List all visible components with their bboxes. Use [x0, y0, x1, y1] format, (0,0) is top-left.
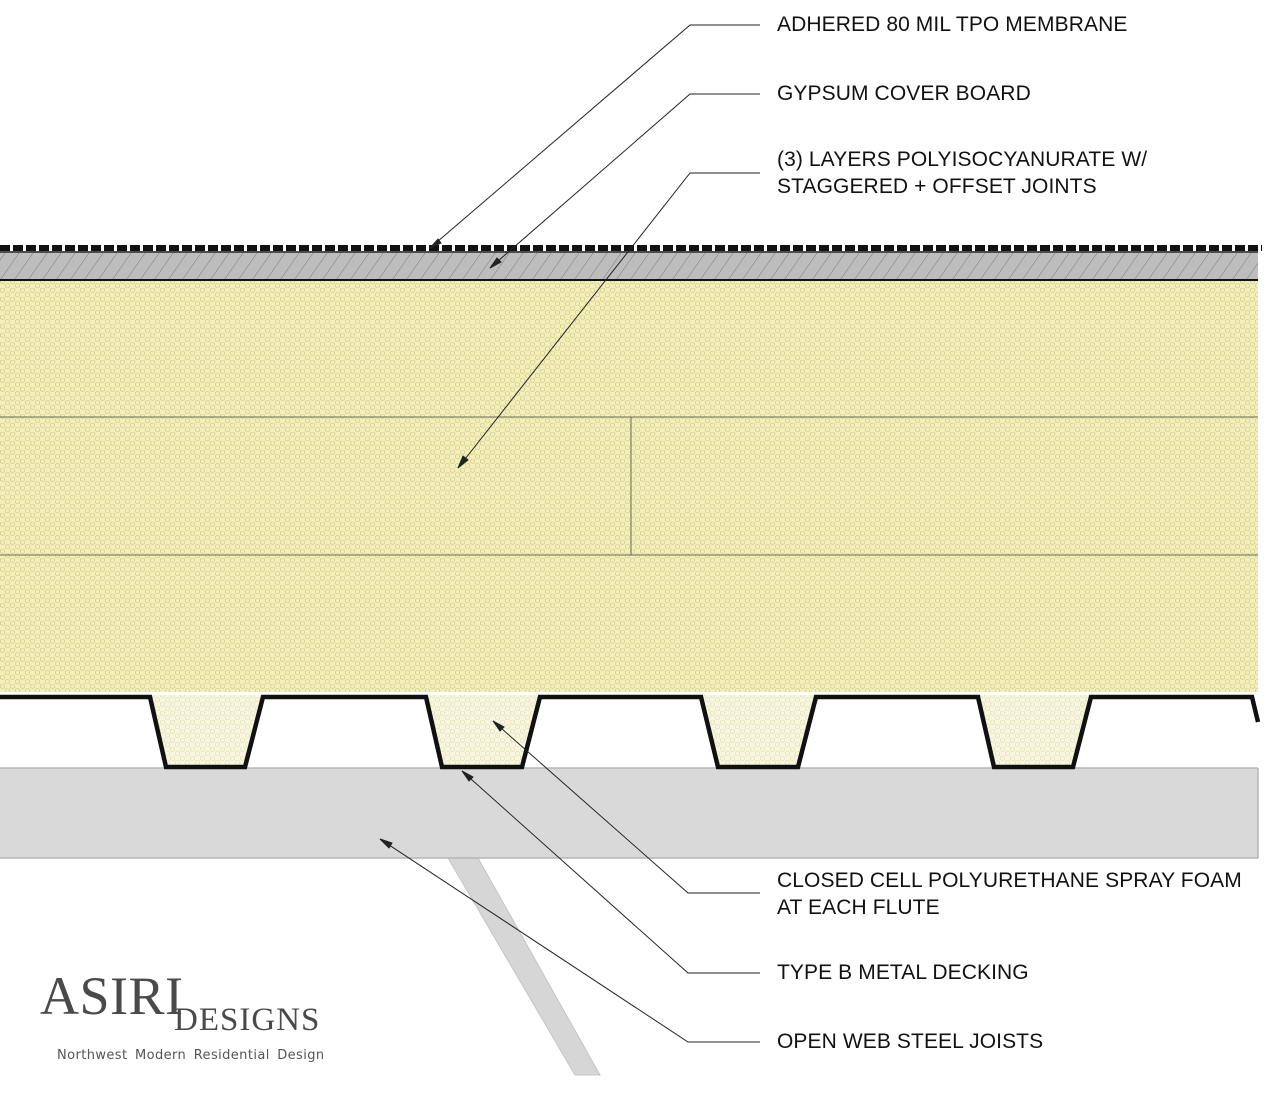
label-spray-foam-line2: AT EACH FLUTE: [777, 896, 940, 919]
logo-tagline: Northwest Modern Residential Design: [57, 1048, 325, 1063]
leader-decking: [461, 770, 760, 974]
label-membrane: ADHERED 80 MIL TPO MEMBRANE: [777, 13, 1128, 36]
label-insulation-line2: STAGGERED + OFFSET JOINTS: [777, 175, 1097, 198]
logo-main-text: ASIRI: [40, 966, 184, 1026]
metal-decking: [0, 694, 1261, 770]
polyiso-insulation: [0, 281, 1258, 692]
joist-web-diagonal: [447, 857, 601, 1076]
label-decking: TYPE B METAL DECKING: [777, 961, 1029, 984]
leader-joists: [379, 838, 760, 1043]
label-cover-board: GYPSUM COVER BOARD: [777, 82, 1031, 105]
leader-insulation: [457, 172, 760, 469]
label-spray-foam-line1: CLOSED CELL POLYURETHANE SPRAY FOAM: [777, 869, 1242, 892]
gypsum-cover-board: [0, 253, 1258, 281]
logo-sub-text: DESIGNS: [174, 1002, 321, 1038]
leader-membrane: [429, 24, 760, 249]
leader-cover-board: [489, 93, 760, 269]
joist-top-chord: [0, 767, 1259, 859]
label-insulation-line1: (3) LAYERS POLYISOCYANURATE W/: [777, 148, 1148, 171]
leader-spray-foam: [492, 720, 760, 894]
label-joists: OPEN WEB STEEL JOISTS: [777, 1030, 1044, 1053]
spray-foam-flutes: [150, 695, 1091, 767]
